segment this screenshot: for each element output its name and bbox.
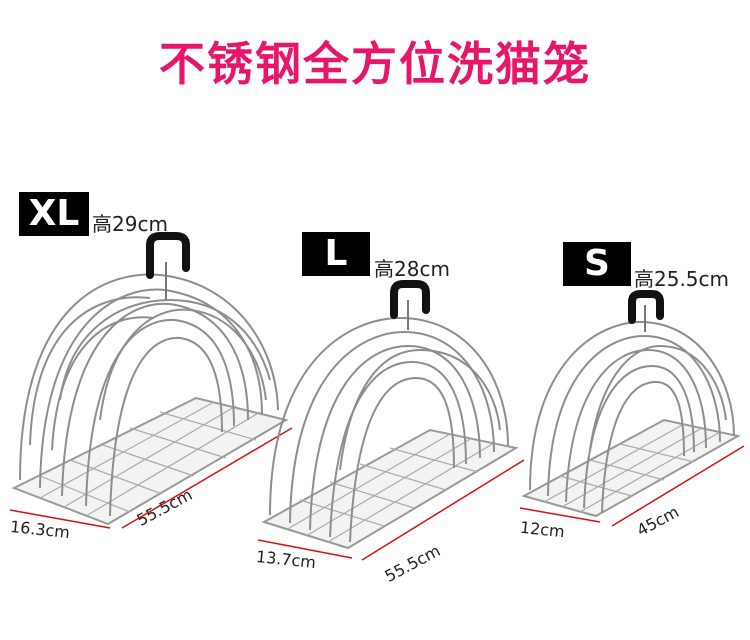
handle-icon-s (628, 290, 664, 324)
size-badge-xl: XL (19, 192, 89, 236)
cage-s (521, 305, 741, 518)
dimension-line-s-width (519, 507, 601, 523)
height-label-l: 高28cm (374, 257, 450, 281)
height-label-s: 高25.5cm (634, 267, 730, 291)
cage-l (261, 300, 519, 550)
height-label-xl: 高29cm (92, 212, 168, 236)
dimension-line-l-length (361, 459, 525, 561)
dimension-line-xl-length (121, 427, 293, 529)
dimension-line-s-length (611, 445, 745, 527)
dimension-line-xl-width (9, 509, 111, 529)
dimension-line-l-width (257, 539, 353, 559)
handle-icon-xl (146, 232, 190, 279)
cage-xl (11, 262, 289, 526)
size-badge-s: S (563, 242, 631, 286)
page-title: 不锈钢全方位洗猫笼 (159, 37, 591, 91)
handle-icon-l (390, 280, 430, 319)
size-badge-l: L (302, 232, 370, 276)
